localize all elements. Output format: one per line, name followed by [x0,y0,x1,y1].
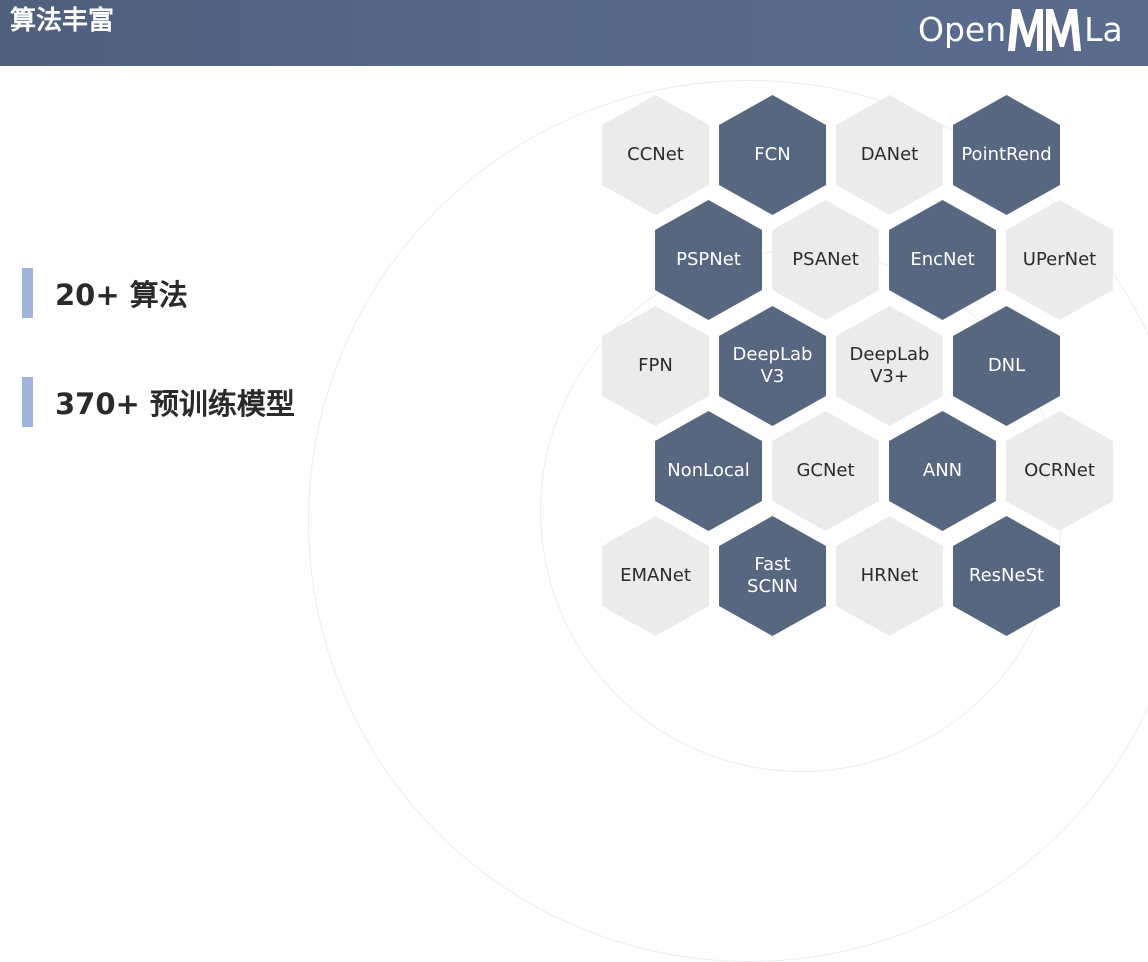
hex-label: HRNet [860,565,919,586]
hex-label: DeepLab V3+ [849,344,930,387]
hex-label: DNL [987,355,1026,376]
bullet-item-pretrained-models: 370+ 预训练模型 [22,377,295,427]
hex-label: UPerNet [1022,249,1097,270]
hex-label: PSPNet [676,249,741,270]
hex-ann: ANN [889,411,996,531]
openmmlab-logo: Open La [918,6,1123,52]
hex-deeplab-v3: DeepLab V3 [719,306,826,426]
hex-label: PSANet [792,249,859,270]
hex-gcnet: GCNet [772,411,879,531]
hex-label: NonLocal [667,460,750,481]
hex-pspnet: PSPNet [655,200,762,320]
hex-dnl: DNL [953,306,1060,426]
hex-label: DANet [860,144,919,165]
hex-label: CCNet [627,144,684,165]
hex-danet: DANet [836,95,943,215]
hex-psanet: PSANet [772,200,879,320]
hex-pointrend: PointRend [953,95,1060,215]
hex-nonlocal: NonLocal [655,411,762,531]
hex-label: FPN [638,355,673,376]
hex-fpn: FPN [602,306,709,426]
hex-ocrnet: OCRNet [1006,411,1113,531]
hex-label: DeepLab V3 [732,344,813,387]
hex-ccnet: CCNet [602,95,709,215]
hex-label: OCRNet [1024,460,1095,481]
hex-label: ANN [922,460,963,481]
hex-hrnet: HRNet [836,516,943,636]
bullet-marker [22,268,33,318]
bullet-marker [22,377,33,427]
hex-label: EMANet [620,565,691,586]
hex-upernet: UPerNet [1006,200,1113,320]
hex-fast-scnn: Fast SCNN [719,516,826,636]
hex-encnet: EncNet [889,200,996,320]
hex-label: ResNeSt [968,565,1045,586]
hex-label: EncNet [910,249,975,270]
hex-emanet: EMANet [602,516,709,636]
header-bar: 算法丰富 Open La [0,0,1148,66]
page-title: 算法丰富 [10,6,115,36]
bullet-text: 20+ 算法 [55,278,188,312]
hex-resnest: ResNeSt [953,516,1060,636]
hex-label: GCNet [796,460,855,481]
hex-label: FCN [754,144,791,165]
hex-deeplab-v3-plus: DeepLab V3+ [836,306,943,426]
bullet-text: 370+ 预训练模型 [55,387,295,421]
hex-label: Fast SCNN [747,554,798,597]
hex-label: PointRend [961,144,1052,165]
mm-logo-icon [1008,9,1082,51]
bullet-item-algorithms: 20+ 算法 [22,268,188,318]
logo-text-la: La [1084,9,1123,49]
logo-text-open: Open [918,9,1007,49]
hex-fcn: FCN [719,95,826,215]
